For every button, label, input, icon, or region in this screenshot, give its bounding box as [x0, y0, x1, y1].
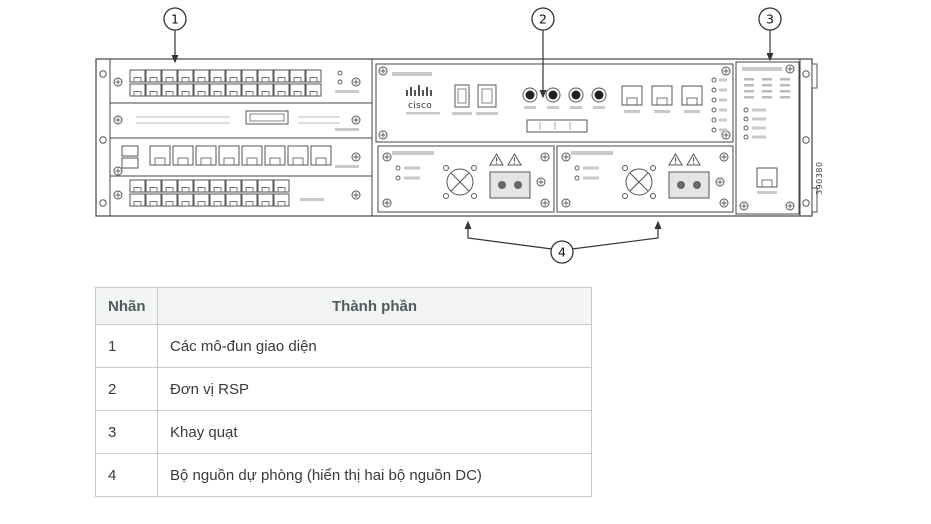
- row-label: 4: [95, 453, 158, 497]
- fan-tray: [735, 61, 800, 215]
- row-label: 1: [95, 324, 158, 368]
- legend-header-row: Nhãn Thành phần: [95, 287, 592, 325]
- table-row: 2 Đơn vị RSP: [95, 367, 592, 411]
- callout-2-number: 2: [539, 12, 547, 27]
- hardware-diagram: cisco: [95, 7, 824, 264]
- row-label: 3: [95, 410, 158, 454]
- figure-number: 390380: [815, 161, 824, 195]
- fan-vents: [744, 78, 790, 99]
- row-label: 2: [95, 367, 158, 411]
- table-row: 3 Khay quạt: [95, 410, 592, 454]
- callout-4-number: 4: [558, 245, 566, 260]
- callout-1-number: 1: [171, 12, 179, 27]
- cisco-logo: cisco: [406, 85, 440, 115]
- interface-module-slot-2: [113, 110, 361, 131]
- alarm-connector: [526, 119, 588, 133]
- interface-module-slot-3: [113, 145, 361, 176]
- table-row: 1 Các mô-đun giao diện: [95, 324, 592, 368]
- header-label: Nhãn: [95, 287, 158, 325]
- power-supply-2: [557, 146, 733, 212]
- callout-3-number: 3: [766, 12, 774, 27]
- callout-4: 4: [464, 220, 662, 264]
- usb-console-ports: [452, 84, 498, 115]
- table-row: 4 Bộ nguồn dự phòng (hiển thị hai bộ ngu…: [95, 453, 592, 497]
- header-component: Thành phần: [157, 287, 592, 325]
- interface-module-slot-4: [113, 179, 361, 207]
- callout-3: 3: [758, 7, 782, 62]
- power-supply-1: [378, 146, 554, 212]
- rsp-unit: cisco: [375, 63, 734, 143]
- interface-module-slot-1: [113, 69, 361, 97]
- row-component: Đơn vị RSP: [157, 367, 592, 411]
- legend-table: Nhãn Thành phần 1 Các mô-đun giao diện 2…: [95, 287, 592, 497]
- round-connectors: [522, 87, 607, 109]
- fan-status-leds: [743, 107, 766, 140]
- left-mounting-ear: [99, 70, 107, 207]
- cisco-wordmark: cisco: [408, 101, 432, 111]
- row-component: Các mô-đun giao diện: [157, 324, 592, 368]
- management-ports: [621, 85, 703, 113]
- right-mounting-ear: [802, 63, 818, 213]
- row-component: Khay quạt: [157, 410, 592, 454]
- callout-1: 1: [163, 7, 187, 64]
- rsp-status-leds: [711, 77, 727, 133]
- fan-tray-port: [756, 167, 778, 194]
- row-component: Bộ nguồn dự phòng (hiển thị hai bộ nguồn…: [157, 453, 592, 497]
- callout-2: 2: [531, 7, 555, 99]
- interface-modules: [113, 69, 361, 207]
